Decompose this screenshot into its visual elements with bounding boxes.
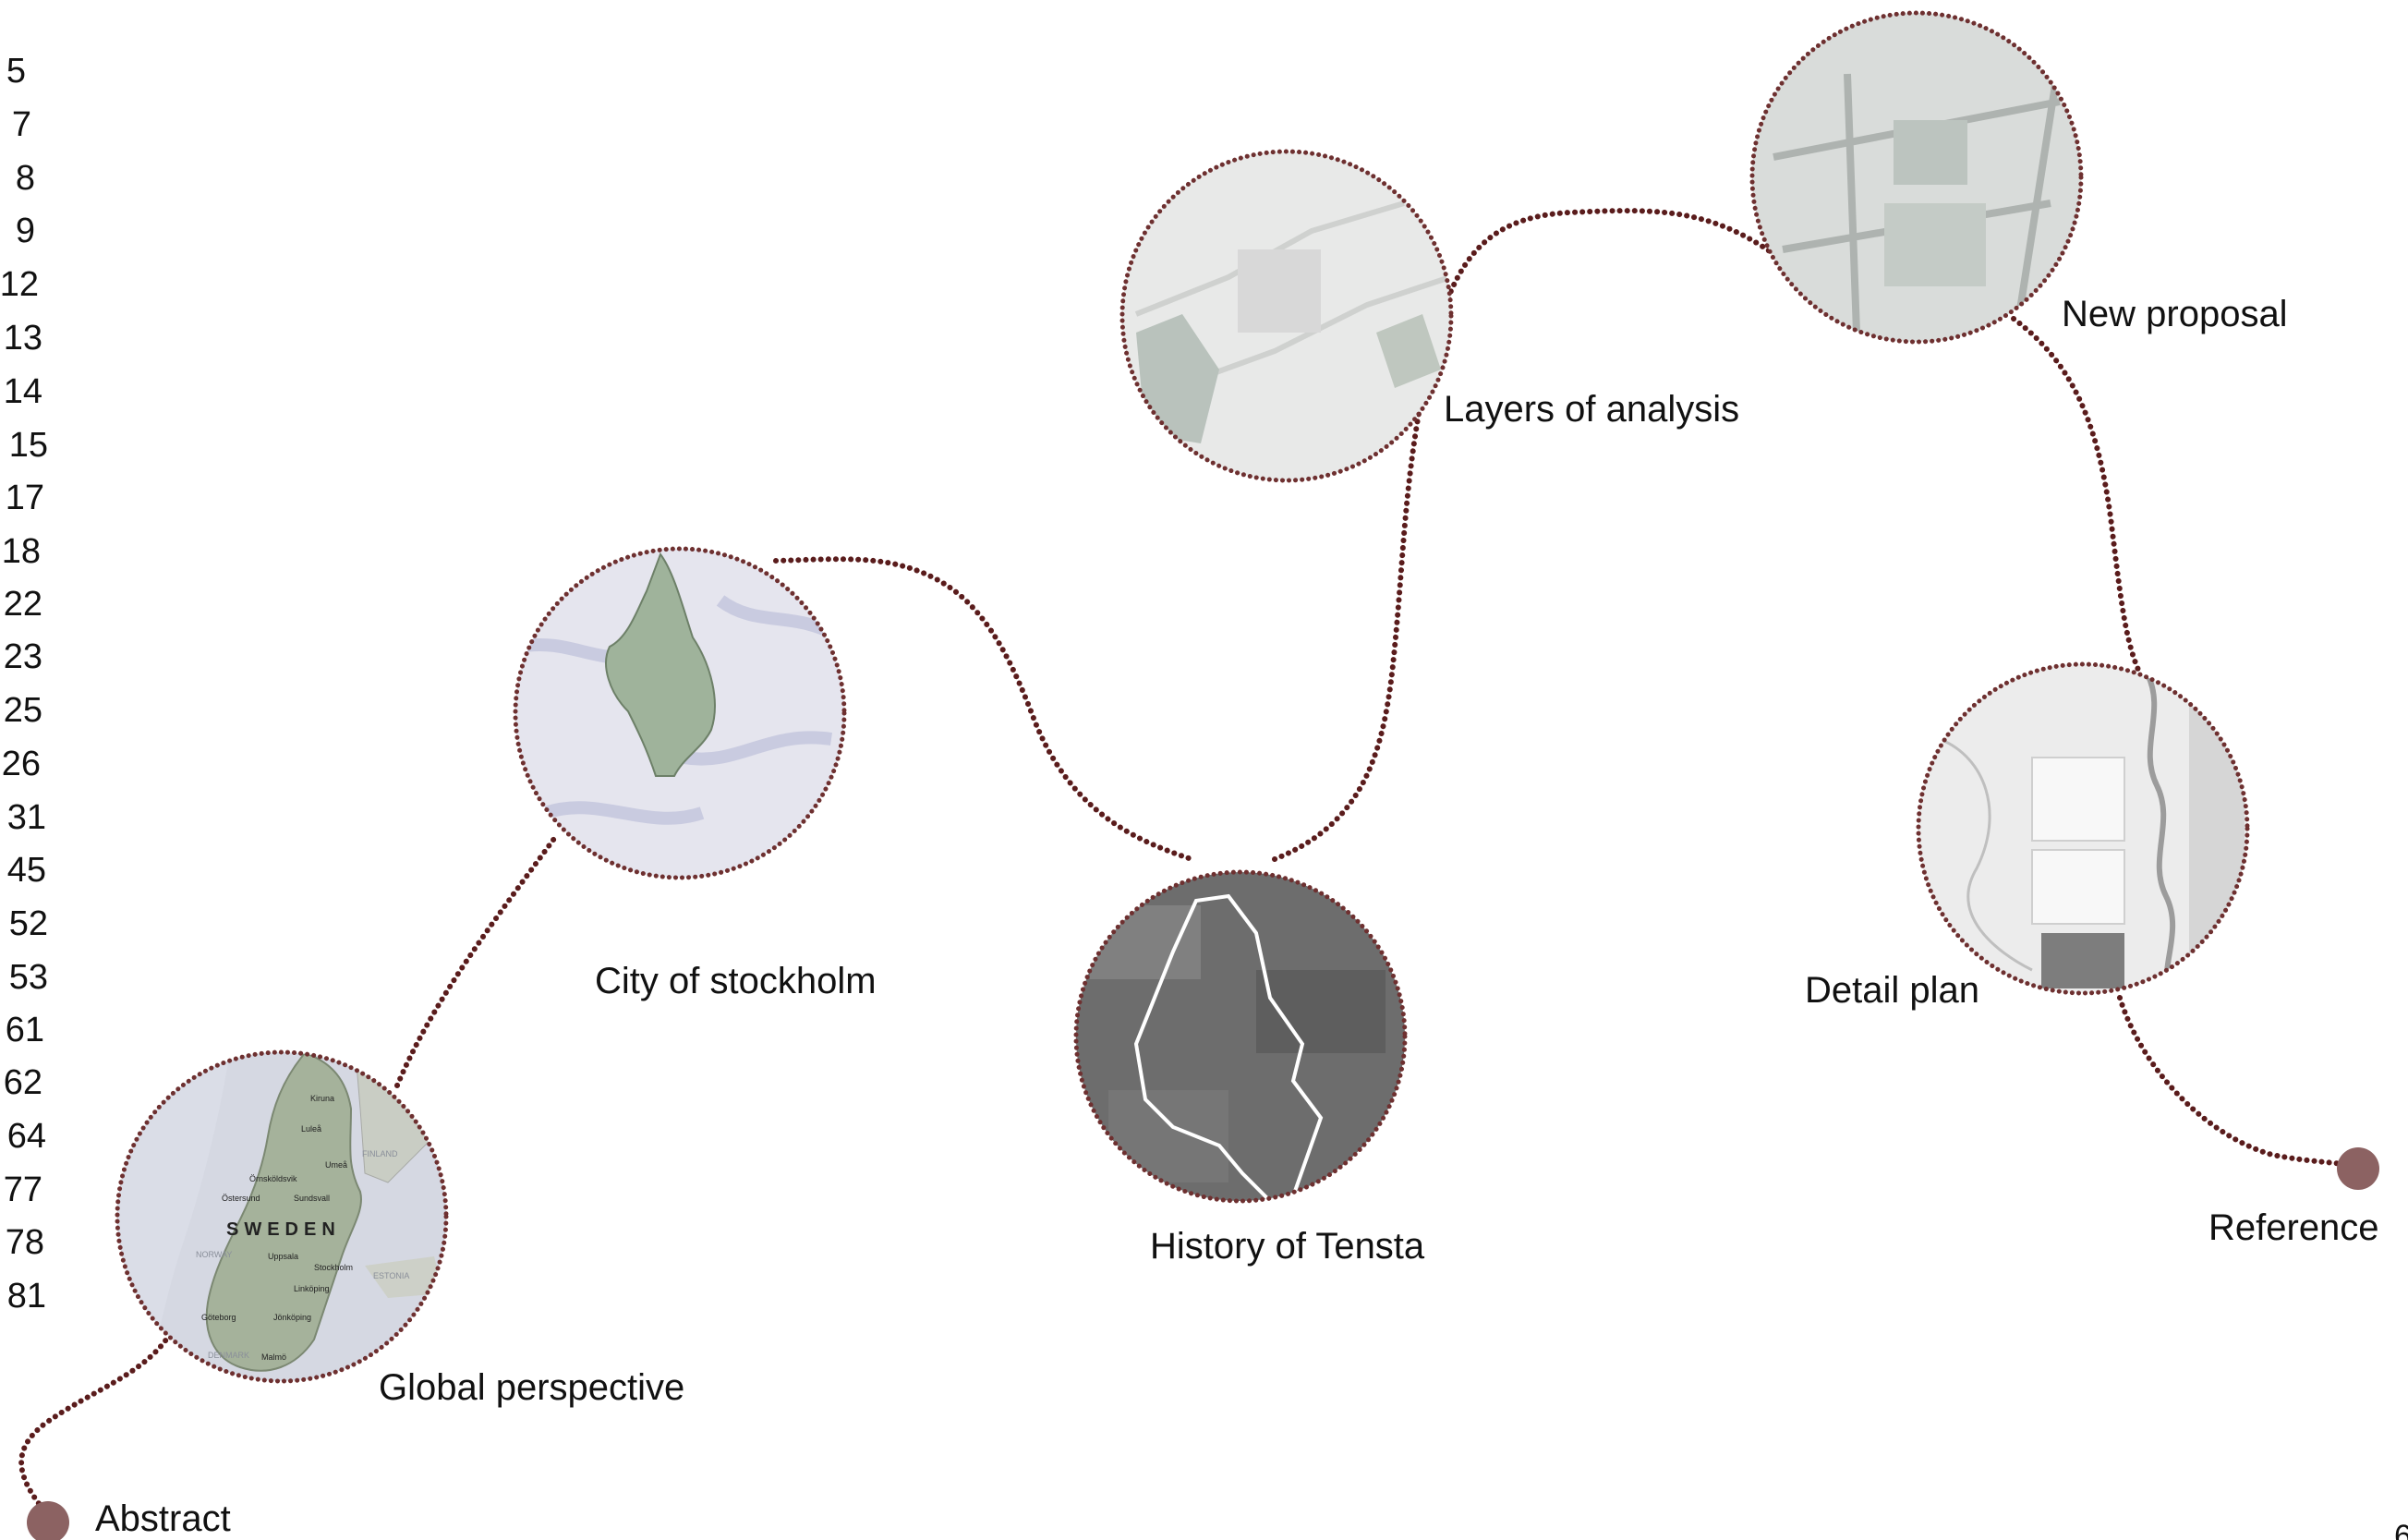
route-segment-proposal-detail — [2014, 319, 2138, 670]
page-number[interactable]: 7 — [12, 105, 31, 144]
page-number[interactable]: 81 — [7, 1277, 46, 1316]
map-city-label: Kiruna — [310, 1094, 334, 1103]
page-number[interactable]: 77 — [4, 1170, 42, 1209]
stop-history-of-tensta[interactable]: History of Tensta — [1071, 868, 1425, 1267]
map-city-label: Östersund — [222, 1194, 260, 1203]
route-start-node[interactable] — [27, 1501, 69, 1540]
page-number-list: 5 7 8 9 12 13 14 15 17 18 22 23 25 26 31… — [0, 52, 48, 1316]
route-segment-detail-reference — [2120, 998, 2355, 1166]
page-number[interactable]: 18 — [2, 532, 41, 571]
page-number[interactable]: 45 — [7, 851, 46, 890]
map-city-label: Göteborg — [201, 1313, 236, 1322]
map-city-label: Uppsala — [268, 1252, 298, 1261]
page-number[interactable]: 13 — [4, 319, 42, 358]
stop-detail-plan[interactable]: Detail plan — [1805, 661, 2263, 1012]
map-city-label: Jönköping — [273, 1313, 311, 1322]
stop-label: Global perspective — [379, 1367, 684, 1408]
map-neighbor-label: DENMARK — [208, 1351, 249, 1360]
page-number[interactable]: 15 — [9, 426, 48, 465]
map-neighbor-label: FINLAND — [362, 1149, 398, 1158]
stop-layers-of-analysis[interactable]: Layers of analysis — [1118, 148, 1739, 499]
page-number[interactable]: 8 — [16, 159, 35, 198]
map-city-label: Stockholm — [314, 1263, 353, 1272]
map-city-label: Sundsvall — [294, 1194, 330, 1203]
map-city-label: Umeå — [325, 1160, 347, 1170]
page-number[interactable]: 12 — [0, 265, 39, 304]
stop-label: New proposal — [2062, 294, 2288, 334]
page-number[interactable]: 53 — [9, 958, 48, 997]
stop-label: Layers of analysis — [1444, 389, 1739, 430]
page-number[interactable]: 25 — [4, 691, 42, 730]
page-number[interactable]: 17 — [6, 479, 44, 517]
map-neighbor-label: ESTONIA — [373, 1271, 409, 1280]
stop-label: City of stockholm — [595, 961, 877, 1001]
map-city-label: Luleå — [301, 1124, 321, 1134]
route-end-node[interactable] — [2337, 1147, 2379, 1190]
page-number[interactable]: 9 — [16, 212, 35, 250]
stop-label: History of Tensta — [1150, 1226, 1425, 1267]
page-number[interactable]: 26 — [2, 745, 41, 783]
stop-label-abstract[interactable]: Abstract — [95, 1498, 231, 1539]
map-city-label: Linköping — [294, 1284, 330, 1293]
page-number[interactable]: 23 — [4, 637, 42, 676]
page-number[interactable]: 52 — [9, 904, 48, 943]
page-number[interactable]: 14 — [4, 372, 42, 411]
route-segment-abstract-global — [21, 1340, 166, 1515]
corner-page-mark: 6 — [2394, 1519, 2408, 1540]
stop-city-of-stockholm[interactable]: City of stockholm — [508, 545, 877, 1001]
map-city-label: Malmö — [261, 1352, 286, 1362]
map-neighbor-label: NORWAY — [196, 1250, 232, 1259]
page-number[interactable]: 62 — [4, 1063, 42, 1102]
page-number[interactable]: 61 — [6, 1011, 44, 1049]
page-number[interactable]: 31 — [7, 798, 46, 837]
route-segment-global-stockholm — [397, 836, 556, 1085]
page-number[interactable]: 22 — [4, 585, 42, 624]
stop-new-proposal[interactable]: New proposal — [1746, 9, 2288, 360]
stop-label-reference[interactable]: Reference — [2208, 1207, 2379, 1248]
page-number[interactable]: 78 — [6, 1223, 44, 1262]
page-number[interactable]: 5 — [6, 52, 26, 91]
stop-label: Detail plan — [1805, 970, 1979, 1011]
map-country-label: SWEDEN — [226, 1219, 341, 1240]
map-city-label: Örnsköldsvik — [249, 1174, 297, 1183]
stop-global-perspective[interactable]: SWEDEN Kiruna Luleå Umeå Örnsköldsvik Ös… — [111, 1044, 684, 1408]
page-number[interactable]: 64 — [7, 1117, 46, 1156]
